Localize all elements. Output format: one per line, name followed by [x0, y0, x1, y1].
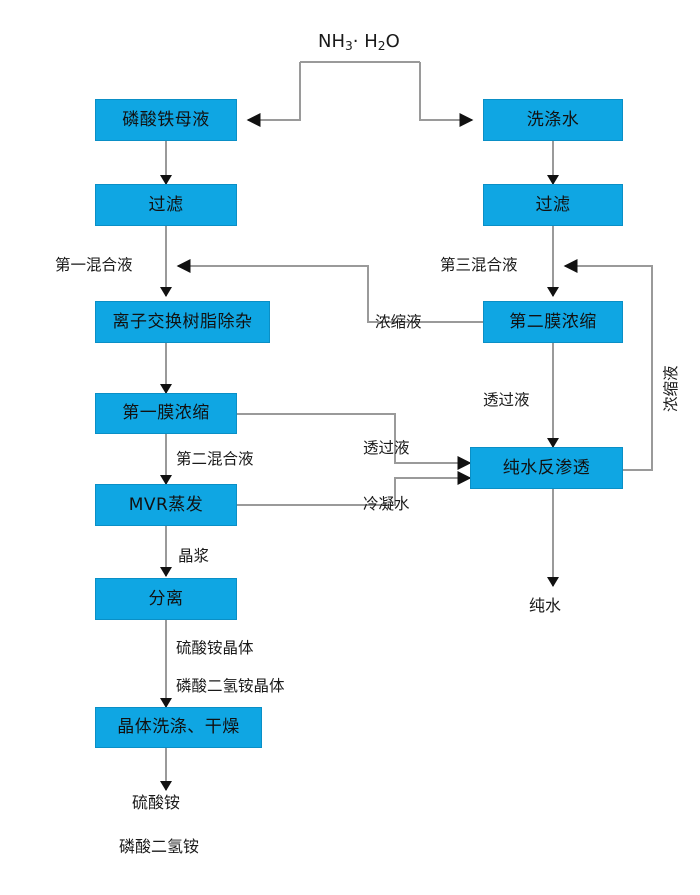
edge-label-crystal-slurry: 晶浆	[178, 547, 210, 565]
node-label: 分离	[148, 588, 184, 609]
node-label: 磷酸铁母液	[122, 109, 210, 130]
node-label: 晶体洗涤、干燥	[117, 717, 240, 737]
node-label: 纯水反渗透	[502, 457, 591, 478]
node-second-membrane[interactable]: 第二膜浓缩	[483, 301, 623, 343]
edge-label-ammonium-sulfate-crystal: 硫酸铵晶体	[176, 639, 254, 657]
ammonia-sub1: 3	[345, 39, 353, 54]
io-label-mono-ammonium-phosphate: 磷酸二氢铵	[119, 837, 200, 856]
node-label: MVR蒸发	[128, 494, 204, 515]
node-mvr-evaporation[interactable]: MVR蒸发	[95, 484, 237, 526]
edge-label-condensate: 冷凝水	[363, 495, 410, 513]
node-label: 离子交换树脂除杂	[112, 311, 253, 332]
node-label: 洗涤水	[526, 109, 580, 130]
edge-label-second-mixed-liquor: 第二混合液	[176, 450, 254, 468]
io-label-ammonium-sulfate: 硫酸铵	[132, 793, 181, 812]
node-filter-left[interactable]: 过滤	[95, 184, 237, 226]
edge-label-concentrate-to-third-mix: 浓缩液	[662, 365, 680, 412]
io-label-ammonia-reagent: NH3· H2O	[318, 31, 400, 54]
node-iron-phosphate-mother-liquor[interactable]: 磷酸铁母液	[95, 99, 237, 141]
edge-label-concentrate-to-first-mix: 浓缩液	[375, 313, 422, 331]
node-label: 过滤	[535, 194, 571, 215]
node-label: 第一膜浓缩	[122, 403, 210, 423]
node-crystal-wash-dry[interactable]: 晶体洗涤、干燥	[95, 707, 262, 748]
node-separation[interactable]: 分离	[95, 578, 237, 620]
io-label-pure-water: 纯水	[529, 596, 562, 615]
ammonia-sub2: 2	[377, 39, 386, 54]
ammonia-mid: · H	[352, 31, 378, 52]
node-wash-water[interactable]: 洗涤水	[483, 99, 623, 141]
node-pure-water-ro[interactable]: 纯水反渗透	[470, 447, 623, 489]
edge-label-first-mixed-liquor: 第一混合液	[55, 256, 133, 274]
ammonia-pre: NH	[318, 31, 345, 52]
node-first-membrane[interactable]: 第一膜浓缩	[95, 393, 237, 434]
edge-label-permeate-mid: 透过液	[363, 439, 410, 457]
node-label: 过滤	[148, 194, 184, 215]
node-label: 第二膜浓缩	[509, 311, 597, 332]
ammonia-post: O	[385, 31, 400, 52]
node-filter-right[interactable]: 过滤	[483, 184, 623, 226]
edge-label-third-mixed-liquor: 第三混合液	[440, 256, 518, 274]
node-ion-exchange-resin[interactable]: 离子交换树脂除杂	[95, 301, 270, 343]
edge-label-permeate-top: 透过液	[483, 391, 530, 409]
edge-label-mono-ammonium-phosphate-crystal: 磷酸二氢铵晶体	[176, 677, 285, 695]
